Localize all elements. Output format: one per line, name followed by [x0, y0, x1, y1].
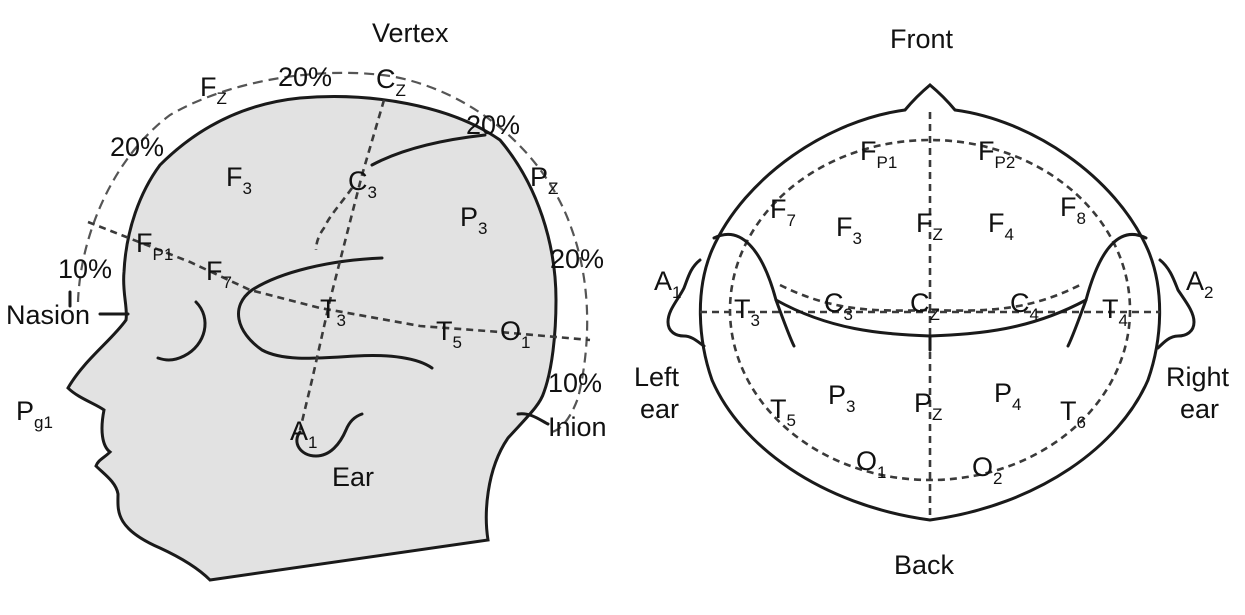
vertex-label: Vertex: [372, 18, 449, 48]
left-ear-label-line2: ear: [640, 394, 679, 424]
side-electrode-t5: T5: [436, 316, 462, 352]
side-head-outline: [66, 95, 558, 582]
top-left-contour: [712, 232, 796, 348]
side-electrode-pz: PZ: [530, 162, 558, 198]
side-electrode-f3: F3: [226, 162, 252, 198]
inion-pointer: [516, 412, 550, 426]
side-line-cz-a1: [298, 99, 386, 431]
top-electrode-fz: FZ: [916, 208, 943, 244]
top-electrode-fp1: FP1: [860, 136, 897, 172]
top-electrode-a2: A2: [1186, 266, 1213, 302]
side-electrode-t3: T3: [320, 294, 346, 330]
top-right-ear: [1156, 258, 1196, 350]
top-electrode-t3: T3: [734, 294, 760, 330]
side-ear-inner: [295, 412, 364, 458]
top-electrode-a1: A1: [654, 266, 681, 302]
ear-label: Ear: [332, 462, 374, 492]
back-label: Back: [894, 550, 955, 580]
side-electrode-c3: C3: [348, 166, 377, 202]
side-view: Vertex Nasion Inion Ear 10% 20% 20% 20% …: [6, 18, 607, 582]
pct-10-back: 10%: [548, 368, 602, 398]
side-electrode-a1: A1: [290, 416, 317, 452]
top-electrode-p3: P3: [828, 380, 855, 416]
top-electrode-f7: F7: [770, 194, 796, 230]
right-ear-label-line2: ear: [1180, 394, 1219, 424]
top-electrode-c4: C4: [1010, 288, 1039, 324]
side-electrode-fp1: FP1: [136, 228, 173, 264]
side-electrode-fz: FZ: [200, 72, 227, 108]
top-electrode-pz: PZ: [914, 388, 942, 424]
side-electrode-f7: F7: [206, 256, 232, 292]
left-ear-label-line1: Left: [634, 362, 680, 392]
top-electrode-t4: T4: [1102, 294, 1128, 330]
side-measurement-arc: [76, 71, 589, 434]
top-electrode-t5: T5: [770, 394, 796, 430]
top-electrode-o2: O2: [972, 452, 1002, 488]
side-electrode-p3: P3: [460, 202, 487, 238]
top-electrode-o1: O1: [856, 446, 886, 482]
side-electrode-o1: O1: [500, 316, 530, 352]
top-electrode-f4: F4: [988, 208, 1014, 244]
top-electrode-circle: [728, 138, 1132, 482]
pct-20-top: 20%: [278, 62, 332, 92]
pct-10-front: 10%: [58, 254, 112, 284]
top-left-ear: [666, 258, 706, 348]
top-view: Front Back Left ear Right ear FP1 FP2 F7…: [634, 24, 1230, 580]
top-right-contour: [1066, 232, 1148, 348]
top-electrode-f8: F8: [1060, 192, 1086, 228]
side-brow-line: [156, 300, 207, 362]
side-ear-outer: [237, 256, 434, 370]
side-electrode-cz: CZ: [376, 64, 406, 100]
top-electrode-c3: C3: [824, 288, 853, 324]
side-electrode-pg1: Pg1: [16, 396, 53, 432]
top-electrode-p4: P4: [994, 378, 1021, 414]
top-electrode-f3: F3: [836, 212, 862, 248]
top-electrode-fp2: FP2: [978, 136, 1015, 172]
top-electrode-t6: T6: [1060, 396, 1086, 432]
side-line-c3-loop: [314, 187, 354, 251]
pct-20-back-top: 20%: [466, 110, 520, 140]
right-ear-label-line1: Right: [1166, 362, 1230, 392]
top-head-outline: [698, 83, 1162, 522]
side-line-fp1-o1: [87, 220, 591, 342]
inion-label: Inion: [548, 412, 607, 442]
nasion-label: Nasion: [6, 300, 90, 330]
top-electrode-cz: CZ: [910, 288, 940, 324]
pct-20-front: 20%: [110, 132, 164, 162]
front-label: Front: [890, 24, 954, 54]
pct-20-back: 20%: [550, 244, 604, 274]
side-brain-curve: [370, 133, 487, 167]
